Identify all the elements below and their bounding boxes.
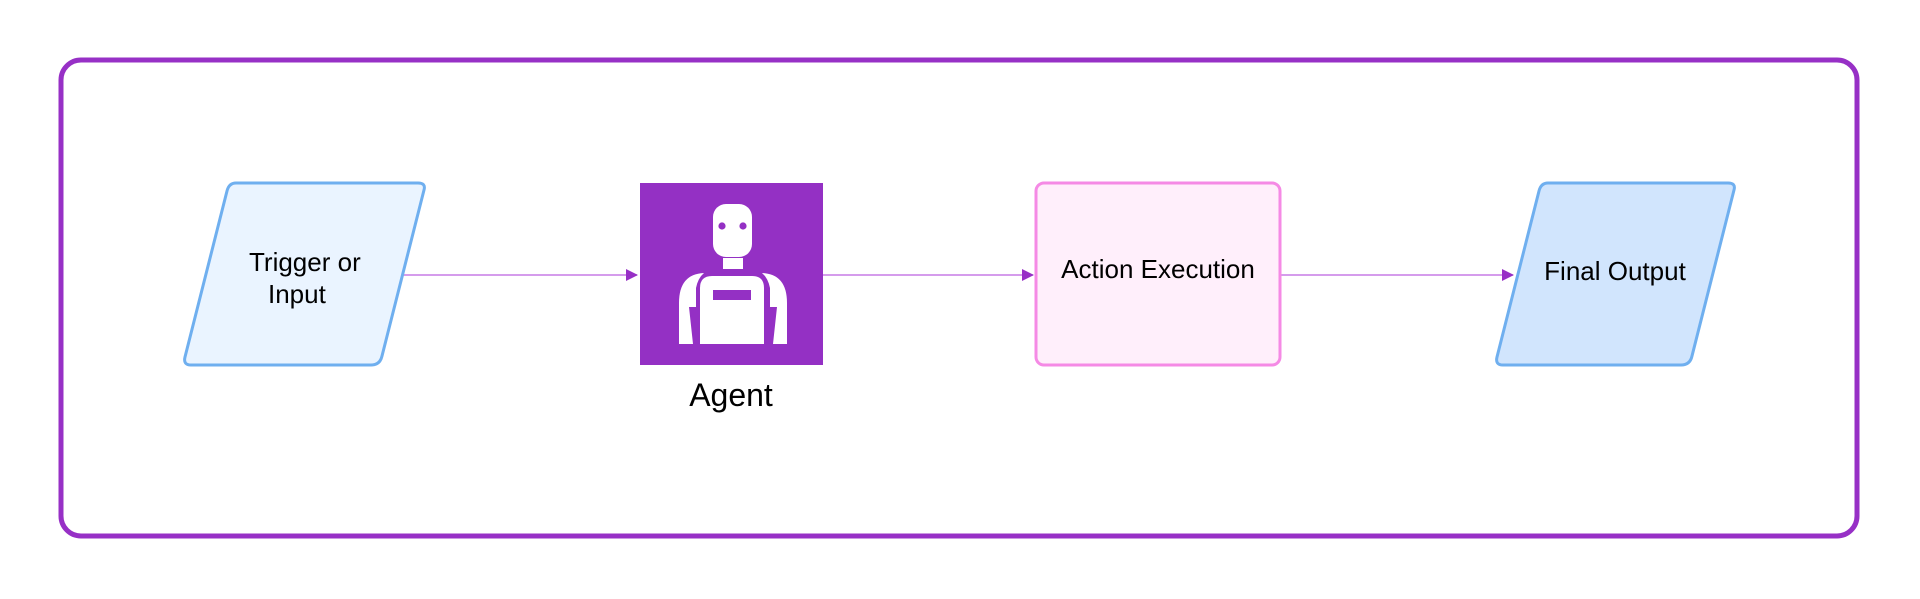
node-output[interactable]: Final Output <box>1495 181 1736 367</box>
robot-icon <box>679 204 787 344</box>
node-action-shape <box>1034 181 1282 367</box>
node-action[interactable]: Action Execution <box>1034 181 1282 367</box>
node-output-shape <box>1495 181 1736 367</box>
node-agent-label: Agent <box>689 377 773 413</box>
node-trigger-label-line2: Input <box>268 279 327 309</box>
container-frame <box>58 57 1860 539</box>
node-trigger-label-line1: Trigger or <box>249 247 361 277</box>
node-agent[interactable]: Agent <box>640 183 823 413</box>
node-trigger-shape <box>183 181 426 367</box>
node-trigger[interactable]: Trigger or Input <box>183 181 426 367</box>
node-output-label: Final Output <box>1544 256 1686 286</box>
node-action-label: Action Execution <box>1061 254 1255 284</box>
